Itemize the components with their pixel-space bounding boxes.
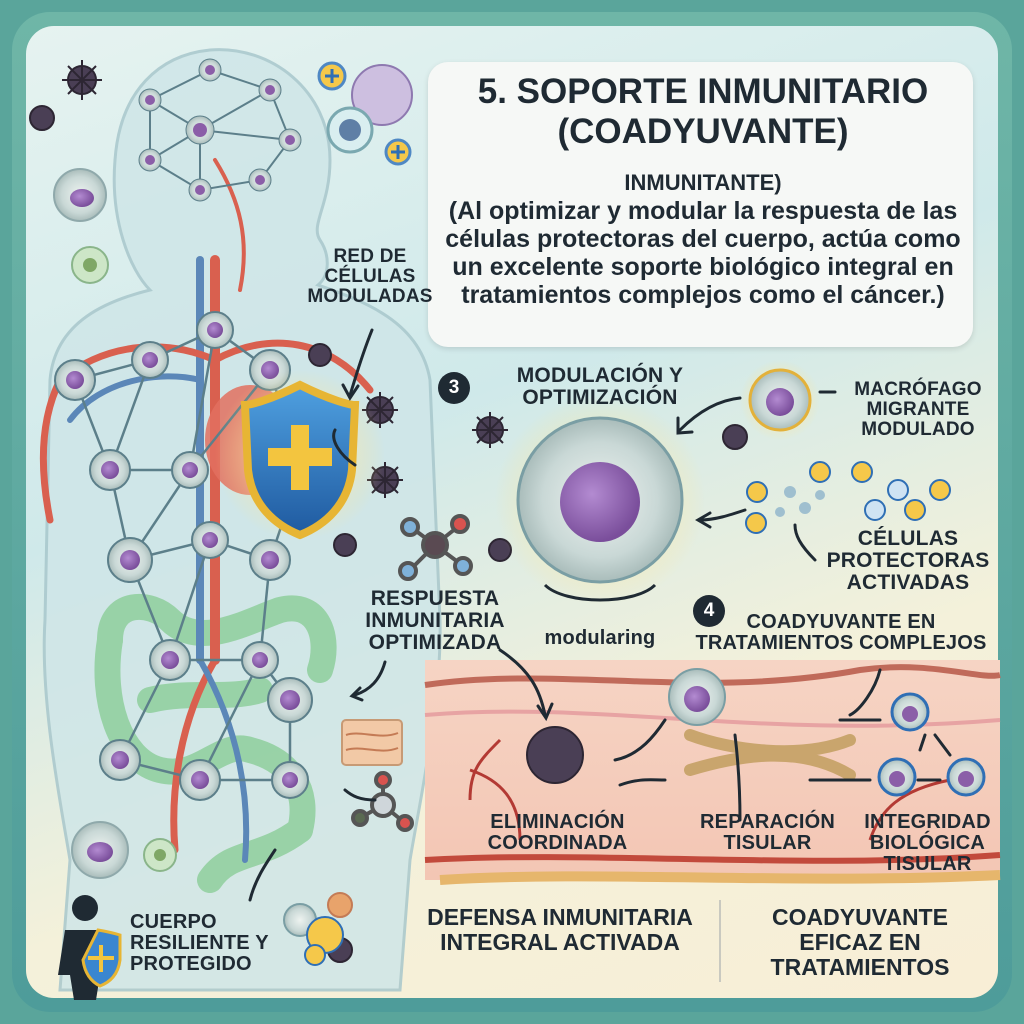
footer-defensa: DEFENSA INMUNITARIA INTEGRAL ACTIVADA (427, 904, 693, 955)
human-silhouette-icon (58, 895, 122, 1000)
macrophage-icon (53, 168, 177, 879)
tissue-section (424, 660, 1001, 885)
molecule-icon (351, 514, 473, 832)
label-integridad: INTEGRIDAD BIOLÓGICA TISULAR (864, 811, 991, 875)
main-title: 5. SOPORTE INMUNITARIO (COADYUVANTE) (477, 72, 929, 152)
label-modulacion: MODULACIÓN Y OPTIMIZACIÓN (516, 364, 684, 410)
label-red-celulas: RED DE CÉLULAS MODULADAS (307, 246, 433, 307)
label-celulas-protectoras: CÉLULAS PROTECTORAS ACTIVADAS (826, 527, 990, 595)
subtitle: INMUNITANTE) (624, 170, 782, 195)
protector-particles (745, 461, 951, 534)
skin-patch (341, 719, 403, 766)
label-respuesta: RESPUESTA INMUNITARIA OPTIMIZADA (365, 587, 505, 655)
plus-particle-icon (317, 61, 412, 166)
label-reparacion: REPARACIÓN TISULAR (700, 811, 835, 854)
footer-eficaz: COADYUVANTE EFICAZ EN TRATAMIENTOS (770, 904, 950, 980)
macrophage-migrant (740, 360, 820, 440)
title-panel (428, 62, 973, 347)
step-badge-4: 4 (693, 595, 725, 627)
label-cuerpo: CUERPO RESILIENTE Y PROTEGIDO (130, 911, 269, 975)
cell-cluster (283, 892, 353, 966)
label-coadyuvante-complejos: COADYUVANTE EN TRATAMIENTOS COMPLEJOS (695, 611, 987, 654)
body-network-cells (54, 311, 319, 801)
footer-divider (719, 900, 721, 982)
activated-cell (351, 64, 413, 126)
label-modularing: modularing (544, 627, 656, 649)
arrows (248, 328, 952, 902)
step-badge-3: 3 (438, 372, 470, 404)
label-macrofago: MACRÓFAGO MIGRANTE MODULADO (854, 379, 982, 440)
lymphocyte-nucleus (339, 119, 361, 141)
brain-cells (138, 58, 302, 202)
central-modulated-cell (495, 395, 705, 605)
shield-plus-icon (215, 370, 385, 540)
description: (Al optimizar y modular la respuesta de … (445, 197, 961, 309)
label-eliminacion: ELIMINACIÓN COORDINADA (487, 811, 628, 854)
